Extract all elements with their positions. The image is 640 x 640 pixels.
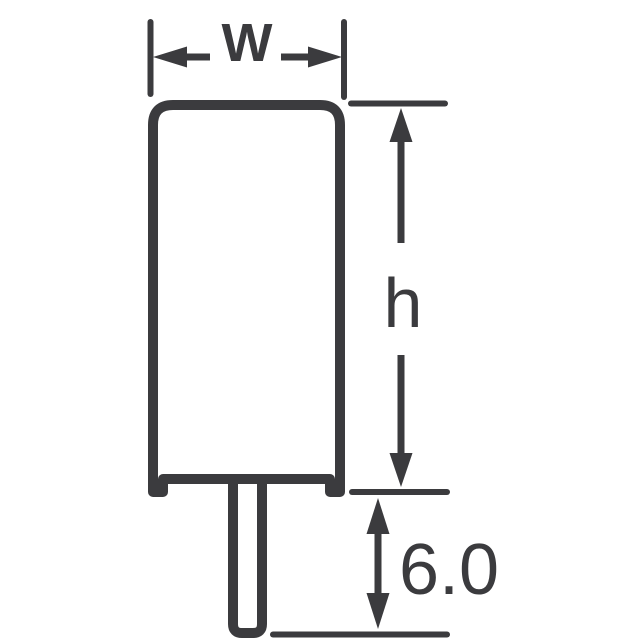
height-arrowhead-up bbox=[389, 108, 413, 142]
lead-length-label: 6.0 bbox=[399, 530, 499, 610]
lead-length-arrowhead-down bbox=[366, 593, 390, 629]
width-label: W bbox=[222, 13, 273, 73]
lead-length-arrowhead-up bbox=[366, 498, 390, 534]
height-label: h bbox=[384, 264, 423, 342]
lead-pin bbox=[228, 479, 267, 638]
drawing-strokes bbox=[147, 19, 450, 638]
width-arrowhead-left bbox=[153, 46, 187, 68]
component-body-outline bbox=[148, 100, 345, 497]
arrowheads-and-labels: W h 6.0 bbox=[153, 13, 499, 629]
width-arrowhead-right bbox=[308, 46, 342, 68]
height-arrowhead-down bbox=[389, 453, 413, 487]
